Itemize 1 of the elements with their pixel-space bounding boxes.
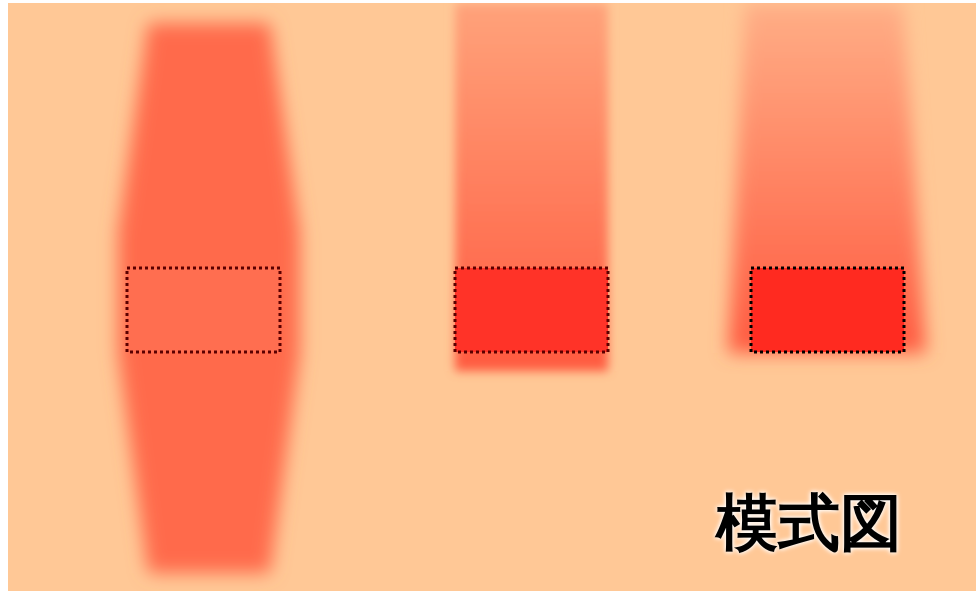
caption-text: 模式図 [716, 485, 902, 561]
